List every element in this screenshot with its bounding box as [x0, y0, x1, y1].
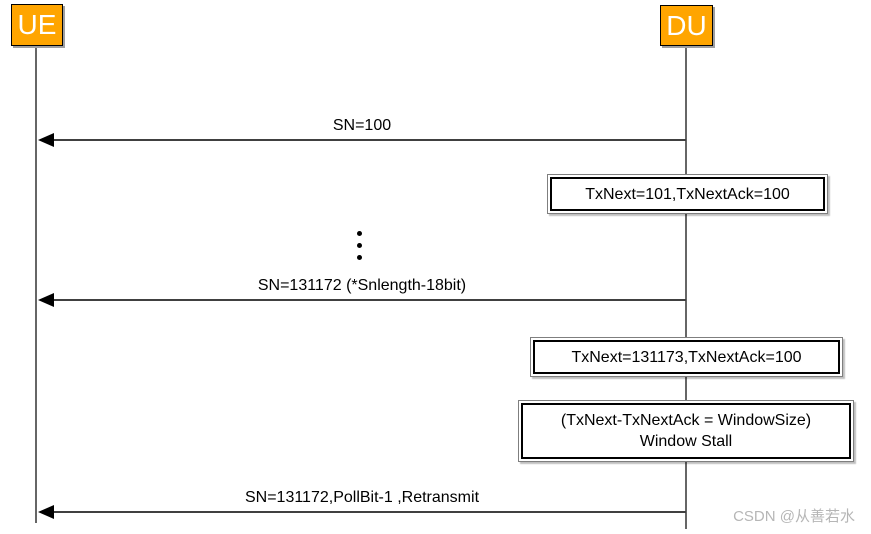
note-window-stall: (TxNext-TxNextAck = WindowSize) Window S…	[518, 400, 854, 462]
note-window-stall-line2: Window Stall	[639, 433, 733, 450]
message-retransmit-label: SN=131172,PollBit-1 ,Retransmit	[244, 489, 480, 506]
actor-ue: UE	[11, 4, 63, 46]
actor-du: DU	[660, 5, 713, 46]
message-sn-100-label: SN=100	[332, 117, 392, 134]
message-retransmit-line	[46, 511, 686, 513]
note-txnext-131173-text: TxNext=131173,TxNextAck=100	[571, 348, 802, 366]
lifeline-du	[685, 46, 687, 529]
actor-ue-label: UE	[17, 9, 57, 40]
watermark: CSDN @从善若水	[733, 508, 855, 525]
arrowhead-left-icon	[38, 133, 54, 147]
note-txnext-131173: TxNext=131173,TxNextAck=100	[530, 337, 843, 377]
note-txnext-101: TxNext=101,TxNextAck=100	[547, 174, 828, 214]
message-sn-131172-line	[46, 299, 686, 301]
arrowhead-left-icon	[38, 293, 54, 307]
actor-du-label: DU	[666, 9, 707, 41]
message-sn-131172-label: SN=131172 (*Snlength-18bit)	[257, 277, 467, 294]
lifeline-ue	[35, 46, 37, 523]
vertical-ellipsis-icon	[357, 231, 362, 260]
note-window-stall-line1: (TxNext-TxNextAck = WindowSize)	[560, 412, 812, 429]
arrowhead-left-icon	[38, 505, 54, 519]
note-txnext-101-text: TxNext=101,TxNextAck=100	[585, 185, 790, 203]
message-sn-100-line	[46, 139, 686, 141]
